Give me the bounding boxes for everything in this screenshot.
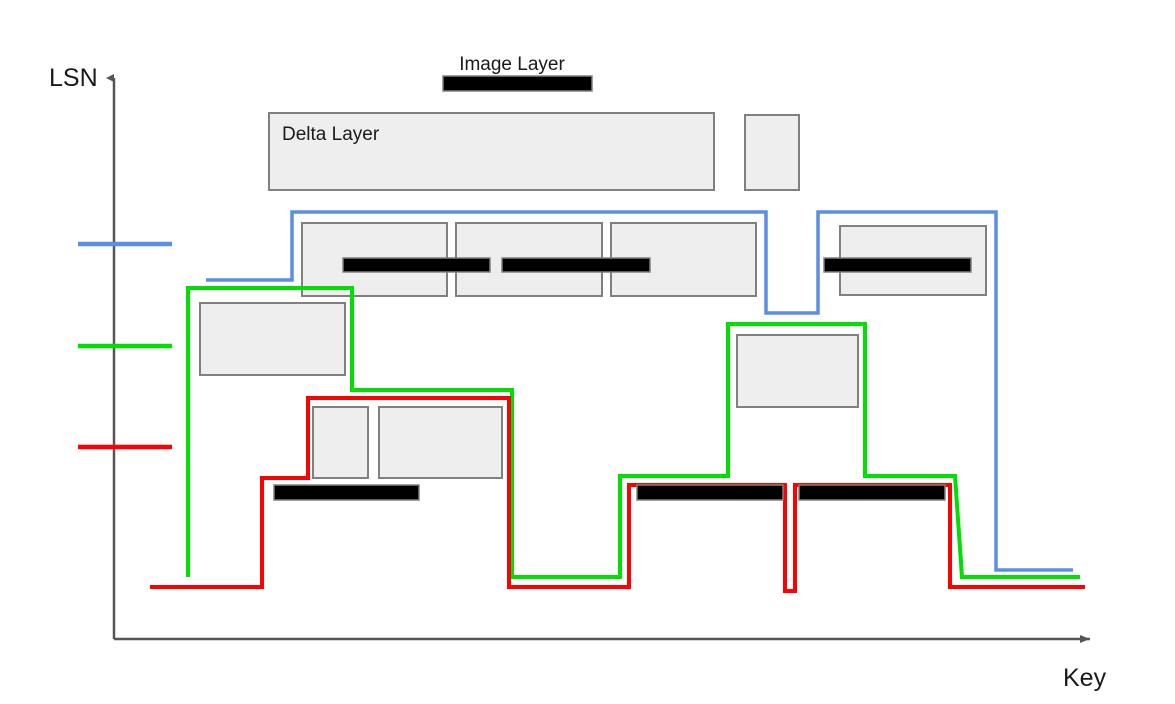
green-box-left	[199, 302, 346, 376]
image-layer-bar	[442, 75, 593, 92]
green-box-right	[736, 334, 859, 408]
blue-bar-3	[823, 257, 972, 273]
y-axis-label: LSN	[49, 64, 98, 92]
red-box-2	[378, 406, 503, 479]
delta-layer-box	[268, 112, 715, 191]
axes-group: LSN Key	[49, 64, 1107, 692]
red-bar-1	[273, 484, 420, 501]
red-bar-3	[798, 484, 946, 501]
green-level-boxes-group	[199, 302, 859, 408]
blue-bar-2	[501, 257, 651, 273]
delta-layer-group: Delta Layer	[268, 112, 800, 191]
delta-box-right	[744, 114, 800, 191]
delta-layer-label: Delta Layer	[282, 124, 380, 145]
red-level-boxes-group	[273, 406, 946, 501]
legend-ticks-group	[78, 241, 172, 450]
image-layer-group: Image Layer	[442, 54, 593, 92]
blue-level-boxes-group	[301, 222, 987, 297]
green-lsn-line	[186, 286, 1080, 579]
blue-lsn-line	[206, 210, 1073, 572]
x-axis-label: Key	[1063, 664, 1107, 692]
red-bar-2	[636, 484, 784, 501]
image-layer-label: Image Layer	[459, 54, 565, 75]
red-box-1	[312, 406, 369, 479]
blue-bar-1	[342, 257, 491, 273]
